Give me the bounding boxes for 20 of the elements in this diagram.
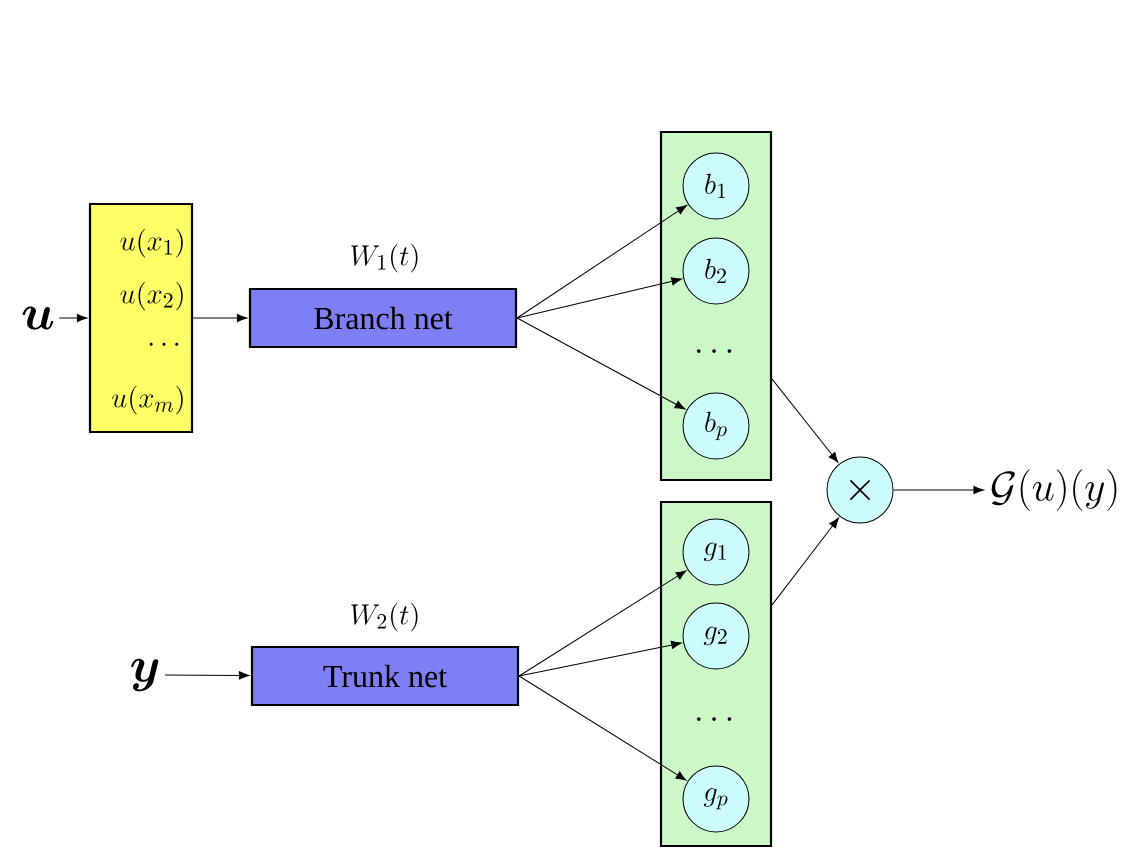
arrow [771, 378, 839, 463]
arrow [516, 277, 682, 319]
arrow [771, 517, 839, 606]
input-sensor-box: $u(x_1)$ $u(x_2)$ $\cdots$ $u(x_m)$ [88, 202, 194, 434]
output-formula: $\mathcal{G}(u)(y)$ [991, 469, 1117, 511]
arrow [58, 313, 88, 323]
input-symbol: $u$ [22, 306, 54, 330]
input-symbol: $y$ [131, 658, 159, 692]
arrow [893, 485, 984, 495]
network-box: Branch net [248, 287, 518, 349]
arrow [518, 640, 682, 677]
arrow [518, 570, 687, 677]
arrow [516, 317, 686, 410]
arrow [192, 313, 248, 323]
weight-label: $W_2(t)$ [351, 602, 418, 632]
arrow [164, 671, 250, 680]
network-box: Trunk net [250, 645, 520, 707]
arrow [516, 205, 687, 319]
weight-label: $W_1(t)$ [351, 243, 418, 273]
arrow [518, 675, 687, 781]
